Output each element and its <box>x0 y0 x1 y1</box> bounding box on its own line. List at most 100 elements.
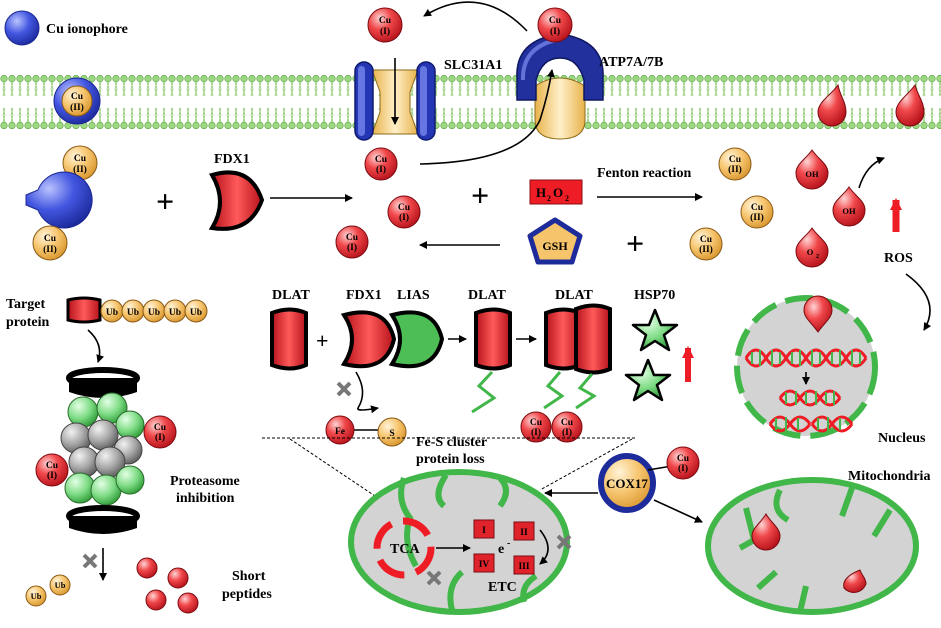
svg-text:(I): (I) <box>678 463 688 474</box>
free-ubiquitin: Ub Ub <box>25 574 71 607</box>
svg-text:(I): (I) <box>531 427 541 438</box>
svg-text:(I): (I) <box>380 26 390 37</box>
svg-text:Ub: Ub <box>127 308 139 318</box>
svg-text:(I): (I) <box>399 212 409 223</box>
fdx1-protein-top <box>208 170 265 231</box>
svg-text:IV: IV <box>479 560 490 570</box>
svg-text:(II): (II) <box>73 164 87 175</box>
svg-text:Cu: Cu <box>74 154 87 164</box>
fes-loss-label-2: protein loss <box>416 452 485 467</box>
svg-text:Cu: Cu <box>154 423 167 433</box>
fes-block-x <box>336 381 352 397</box>
short-peptides-label-2: peptides <box>222 587 272 602</box>
ros-to-nucleus-arrow <box>905 273 932 331</box>
plus-sign-1: + <box>156 183 174 219</box>
svg-text:Cu: Cu <box>398 203 411 213</box>
svg-text:(II): (II) <box>43 244 57 255</box>
electron-label: e <box>498 542 504 557</box>
svg-text:(II): (II) <box>728 164 742 175</box>
recycle-arrow-top <box>423 1 528 32</box>
fes-loss-label: Fe-S cluster <box>416 435 487 450</box>
svg-text:Ub: Ub <box>190 308 202 318</box>
dlat-label-2: DLAT <box>468 288 507 303</box>
svg-text:Cu: Cu <box>700 235 713 245</box>
fdx1-label-top: FDX1 <box>214 152 250 167</box>
cu-i-bound-cox17: Cu (I) <box>647 446 700 480</box>
mito-ros-drop-2 <box>843 569 867 593</box>
short-peptides-beads <box>136 557 199 614</box>
dlat-protein-1 <box>270 307 308 371</box>
svg-text:Cu: Cu <box>379 16 392 26</box>
lipoyl-arm-1 <box>471 370 497 414</box>
svg-text:O: O <box>553 185 563 200</box>
proteasome-complex <box>60 367 145 534</box>
svg-text:(II): (II) <box>70 102 84 113</box>
svg-text:Cu: Cu <box>375 155 388 165</box>
svg-text:2: 2 <box>547 194 551 203</box>
ros-curve-arrow <box>858 156 885 189</box>
svg-text:Cu: Cu <box>751 203 764 213</box>
svg-text:(II): (II) <box>699 244 713 255</box>
svg-text:Cu: Cu <box>346 233 359 243</box>
svg-text:2: 2 <box>565 194 569 203</box>
ionophore-legend-label: Cu ionophore <box>46 22 128 37</box>
atp7-label: ATP7A/7B <box>599 55 663 70</box>
target-to-proteasome-arrow <box>87 329 105 363</box>
cu-i-bound-proteasome-left: Cu (I) <box>35 453 69 487</box>
zoom-dashed-line <box>262 437 636 501</box>
svg-text:III: III <box>518 562 529 572</box>
cox17-to-right-mito-arrow <box>653 499 703 523</box>
fdx1-protein-mid <box>340 310 397 369</box>
etc-loop-arrow <box>539 529 549 565</box>
short-peptides-label: Short <box>232 569 266 584</box>
svg-text:OH: OH <box>842 206 856 216</box>
nucleus-ros-drop <box>803 295 833 333</box>
dna-helix-broken <box>768 389 854 433</box>
mitochondrion-right <box>705 477 919 615</box>
svg-text:(I): (I) <box>376 164 386 175</box>
svg-text:TCA: TCA <box>390 542 420 557</box>
svg-text:(I): (I) <box>347 242 357 253</box>
etc-complexes: I II IV III <box>473 519 535 575</box>
svg-text:(I): (I) <box>155 432 165 443</box>
gsh-pentagon: GSH <box>527 217 583 265</box>
svg-text:H: H <box>536 185 546 200</box>
target-protein-label: Target <box>6 297 45 312</box>
hsp70-star-1 <box>631 308 679 352</box>
svg-text:Ub: Ub <box>148 308 160 318</box>
ros-hydroxyl-drop-2: OH <box>832 186 866 227</box>
nucleus-label: Nucleus <box>878 431 926 446</box>
svg-text:S: S <box>389 429 394 439</box>
fdx1-fes-arrow <box>355 371 379 414</box>
cu-i-ion-extracellular-left: Cu (I) <box>367 7 403 43</box>
degradation-block-x <box>82 553 98 569</box>
lias-label: LIAS <box>397 288 430 303</box>
target-protein-label-2: protein <box>6 315 50 330</box>
svg-text:Cu: Cu <box>71 92 84 102</box>
ros-drop-membrane-1 <box>817 83 847 127</box>
mito-ros-drop-1 <box>751 513 781 551</box>
hsp70-star-2 <box>624 358 672 402</box>
svg-text:Ub: Ub <box>55 580 66 590</box>
proteasome-inhibition-label: Proteasome <box>170 474 240 489</box>
svg-text:(I): (I) <box>550 26 560 37</box>
proteasome-inhibition-label-2: inhibition <box>176 491 235 506</box>
svg-text:Ub: Ub <box>31 591 42 601</box>
dlat-protein-lipoylated <box>474 307 512 371</box>
plus-sign-4: + <box>316 328 329 353</box>
plus-sign-3: + <box>626 225 644 261</box>
ubiquitin-chain: Ub Ub Ub Ub Ub <box>100 299 208 323</box>
ros-superoxide-drop: O 2 <box>795 227 829 268</box>
dlat-label-1: DLAT <box>272 288 311 303</box>
svg-text:Cu: Cu <box>44 234 57 244</box>
svg-text:OH: OH <box>805 169 819 179</box>
cu-i-ion-extracellular-right: Cu (I) <box>537 7 573 43</box>
ionophore-legend-icon <box>4 10 40 46</box>
lipoyl-arm-2 <box>543 371 565 410</box>
svg-text:Cu: Cu <box>530 418 543 428</box>
etc-label: ETC <box>488 580 517 595</box>
ros-hydroxyl-drop-1: OH <box>795 149 829 190</box>
cu-i-bound-dlat: Cu (I) Cu (I) <box>520 411 583 443</box>
nucleus <box>734 295 878 439</box>
svg-text:Cu: Cu <box>677 454 690 464</box>
